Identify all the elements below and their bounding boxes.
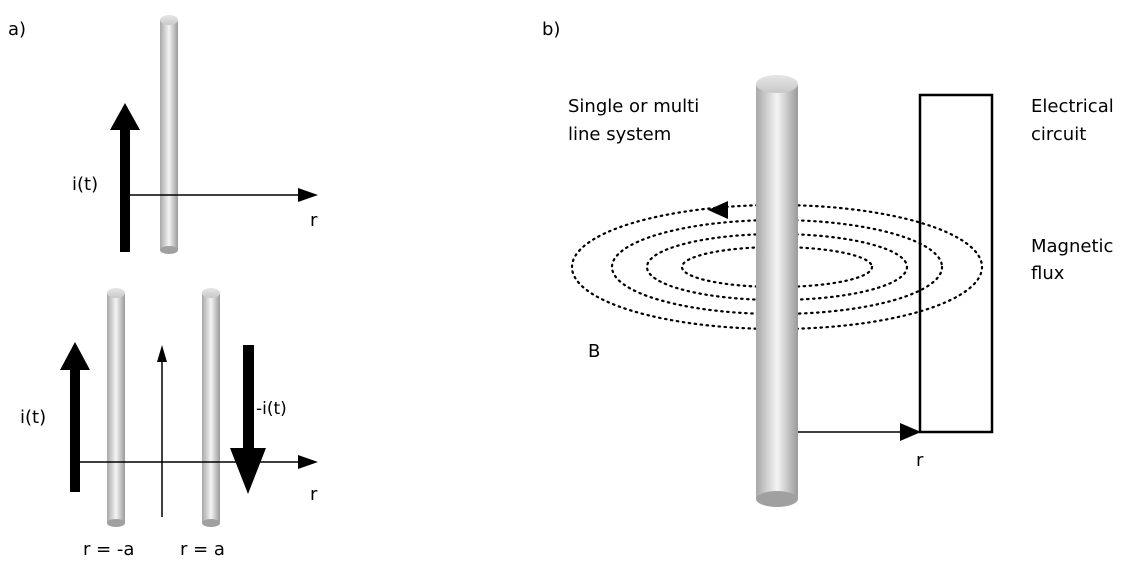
r-axis-label-two: r	[310, 484, 318, 505]
panel-b: b) Single or multi line system Electrica…	[542, 19, 1114, 507]
vertical-axis-arrowhead	[157, 345, 167, 362]
system-label-line2: line system	[568, 124, 671, 145]
flux-direction-arrowhead	[708, 201, 728, 219]
circuit-label-line2: circuit	[1031, 124, 1086, 145]
panel-a: a) i(t) r	[8, 15, 318, 560]
panel-b-label: b)	[542, 19, 560, 40]
flux-label-line2: flux	[1031, 263, 1065, 284]
current-arrow-down-right	[230, 345, 266, 494]
conductor-left	[107, 288, 125, 527]
two-line-system: i(t) -i(t) r r = -a r = a	[20, 288, 318, 560]
r-axis-label-b: r	[916, 450, 924, 471]
position-left-label: r = -a	[83, 539, 134, 560]
single-line-system: i(t) r	[72, 15, 318, 254]
r-axis-arrowhead	[298, 188, 318, 202]
current-label-single: i(t)	[72, 174, 98, 195]
system-label-line1: Single or multi	[568, 96, 699, 117]
conductor-single	[160, 15, 178, 254]
circuit-label-line1: Electrical	[1031, 96, 1114, 117]
panel-a-label: a)	[8, 19, 26, 40]
electrical-circuit-loop	[918, 93, 994, 434]
current-label-left: i(t)	[20, 407, 46, 428]
current-arrow-up	[110, 103, 140, 252]
flux-ring-outer	[570, 203, 984, 331]
current-label-right: -i(t)	[256, 399, 287, 419]
r-axis-label-single: r	[310, 210, 318, 231]
r-axis-arrowhead-two	[298, 455, 318, 469]
field-label: B	[588, 341, 600, 362]
conductor-main	[756, 75, 798, 507]
current-arrow-up-left	[60, 342, 90, 492]
flux-label-line1: Magnetic	[1031, 236, 1113, 257]
position-right-label: r = a	[180, 539, 225, 560]
r-axis-arrowhead-b	[900, 423, 921, 441]
conductor-right	[202, 288, 220, 527]
